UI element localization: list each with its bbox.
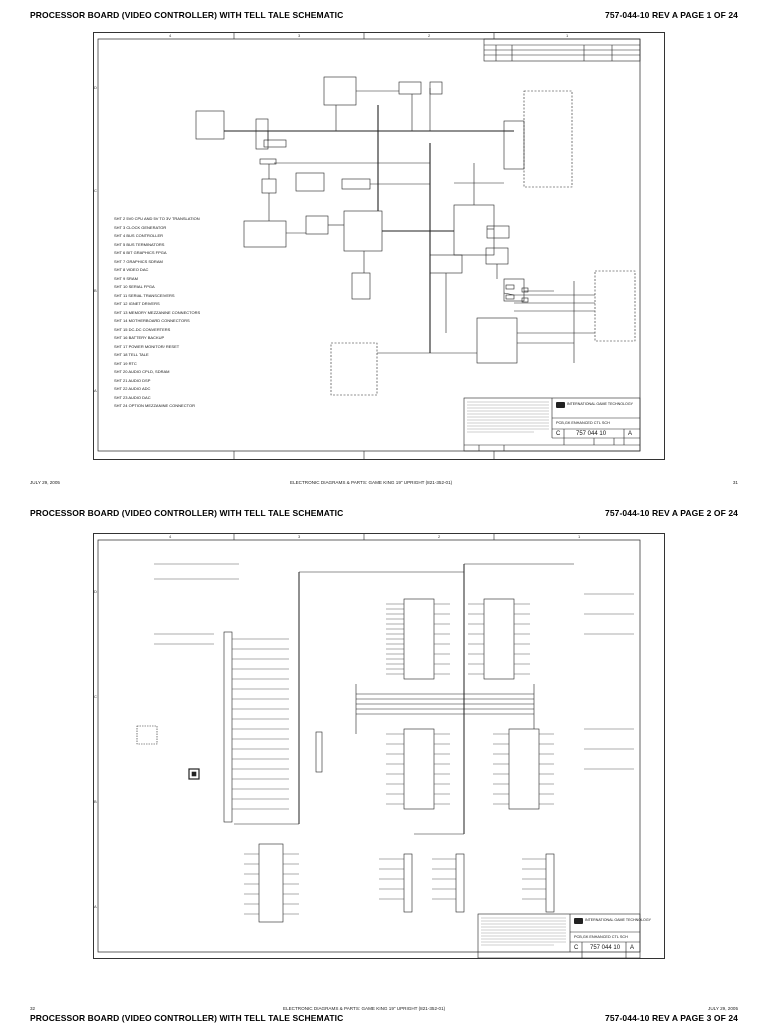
page2-schematic-drawing bbox=[97, 534, 641, 958]
page1-part-rev-page: 757-044-10 REV A PAGE 1 OF 24 bbox=[605, 10, 738, 20]
sheet-index-item: SHT 14 MOTHERBOARD CONNECTORS bbox=[114, 318, 190, 323]
zone-col-4: 4 bbox=[169, 534, 172, 539]
page1-title: PROCESSOR BOARD (VIDEO CONTROLLER) WITH … bbox=[30, 10, 344, 20]
sheet-index-item: SHT 3 CLOCK GENERATOR bbox=[114, 224, 167, 230]
zone-row-a: A bbox=[94, 388, 97, 393]
title-block-rev: A bbox=[630, 945, 635, 951]
page1-footer-center: ELECTRONIC DIAGRAMS & PARTS: GAME KING 1… bbox=[290, 480, 453, 485]
page2-footer-date: JULY 29, 2005 bbox=[708, 1006, 738, 1011]
sheet-index-item: SHT 15 DC-DC CONVERTERS bbox=[114, 326, 171, 332]
sheet-index-item: SHT 10 SERIAL FPGA bbox=[114, 284, 155, 289]
zone-col-1: 1 bbox=[578, 534, 581, 539]
sheet-index-item: SHT 13 MEMORY MEZZANINE CONNECTORS bbox=[114, 309, 201, 315]
title-block-size: C bbox=[574, 945, 579, 951]
page1-schematic-drawing bbox=[97, 33, 641, 459]
sheet-index-item: SHT 11 SERIAL TRANSCEIVERS bbox=[114, 292, 175, 298]
zone-col-3: 3 bbox=[298, 33, 301, 38]
sheet-index-item: SHT 12 IGNET DRIVERS bbox=[114, 301, 160, 306]
sheet-index-item: SHT 17 POWER MONITOR/ RESET bbox=[114, 343, 180, 349]
sheet-index-item: SHT 8 VIDEO DAC bbox=[114, 267, 149, 272]
sheet-index-list: SHT 2 5V0 CPU AND 5V TO 3V TRANSLATION S… bbox=[114, 215, 200, 411]
zone-row-b: B bbox=[94, 288, 97, 293]
zone-row-a: A bbox=[94, 904, 97, 909]
page2-footer-page-number: 32 bbox=[30, 1006, 36, 1011]
sheet-index-item: SHT 19 RTC bbox=[114, 360, 137, 366]
title-block-company: INTERNATIONAL GAME TECHNOLOGY bbox=[567, 402, 634, 406]
sheet-index-item: SHT 23 AUDIO DAC bbox=[114, 394, 151, 400]
zone-row-c: C bbox=[94, 188, 97, 193]
page2-schematic-sheet: 4 3 2 1 D C B A INTERNATIONAL GAME TECHN… bbox=[93, 533, 665, 959]
sheet-index-item: SHT 20 AUDIO CPLD, SDRAM bbox=[114, 369, 170, 374]
zone-row-c: C bbox=[94, 694, 97, 699]
zone-col-3: 3 bbox=[298, 534, 301, 539]
sheet-index-item: SHT 9 SRAM bbox=[114, 275, 138, 281]
zone-col-4: 4 bbox=[169, 33, 172, 38]
sheet-index-item: SHT 18 TELL TALE bbox=[114, 352, 149, 357]
title-block-dwg-no: 757 044 10 bbox=[590, 945, 621, 951]
sheet-index-item: SHT 21 AUDIO DSP bbox=[114, 377, 151, 383]
sheet-index-item: SHT 24 OPTION MEZZANINE CONNECTOR bbox=[114, 403, 195, 408]
sheet-index-item: SHT 4 BUS CONTROLLER bbox=[114, 233, 164, 238]
page3-title: PROCESSOR BOARD (VIDEO CONTROLLER) WITH … bbox=[30, 1013, 344, 1023]
title-block-company: INTERNATIONAL GAME TECHNOLOGY bbox=[585, 918, 652, 922]
zone-col-1: 1 bbox=[566, 33, 569, 38]
title-block-dwg-no: 757 044 10 bbox=[576, 431, 607, 437]
sheet-index-item: SHT 7 GRAPHICS SDRAM bbox=[114, 258, 163, 264]
sheet-index-item: SHT 2 5V0 CPU AND 5V TO 3V TRANSLATION bbox=[114, 216, 200, 221]
title-block-rev: A bbox=[628, 431, 633, 437]
page1-footer-date: JULY 29, 2005 bbox=[30, 480, 60, 485]
zone-row-d: D bbox=[94, 85, 97, 90]
zone-col-2: 2 bbox=[428, 33, 431, 38]
sheet-index-item: SHT 16 BATTERY BACKUP bbox=[114, 335, 165, 340]
title-block-size: C bbox=[556, 431, 561, 437]
sheet-index-item: SHT 5 BUS TERMINATORS bbox=[114, 241, 165, 247]
igt-logo-icon bbox=[574, 918, 583, 924]
page3-part-rev-page: 757-044-10 REV A PAGE 3 OF 24 bbox=[605, 1013, 738, 1023]
title-block-drawing-title: PCB,GK ENHANCED CTL SCH bbox=[574, 935, 628, 939]
page2-footer-center: ELECTRONIC DIAGRAMS & PARTS: GAME KING 1… bbox=[283, 1006, 446, 1011]
zone-col-2: 2 bbox=[438, 534, 441, 539]
sheet-index-item: SHT 6 BIT GRAPHICS FPGA bbox=[114, 250, 167, 255]
page1-footer-page-number: 31 bbox=[732, 480, 738, 485]
igt-logo-icon bbox=[556, 402, 565, 408]
zone-row-d: D bbox=[94, 589, 97, 594]
page1-schematic-sheet: 4 3 2 1 D C B A SHT 2 5V0 CPU AND 5V TO … bbox=[93, 32, 665, 460]
zone-row-b: B bbox=[94, 799, 97, 804]
title-block-drawing-title: PCB,GK ENHANCED CTL SCH bbox=[556, 421, 610, 425]
page2-title: PROCESSOR BOARD (VIDEO CONTROLLER) WITH … bbox=[30, 508, 344, 518]
sheet-index-item: SHT 22 AUDIO ADC bbox=[114, 386, 151, 391]
page2-part-rev-page: 757-044-10 REV A PAGE 2 OF 24 bbox=[605, 508, 738, 518]
